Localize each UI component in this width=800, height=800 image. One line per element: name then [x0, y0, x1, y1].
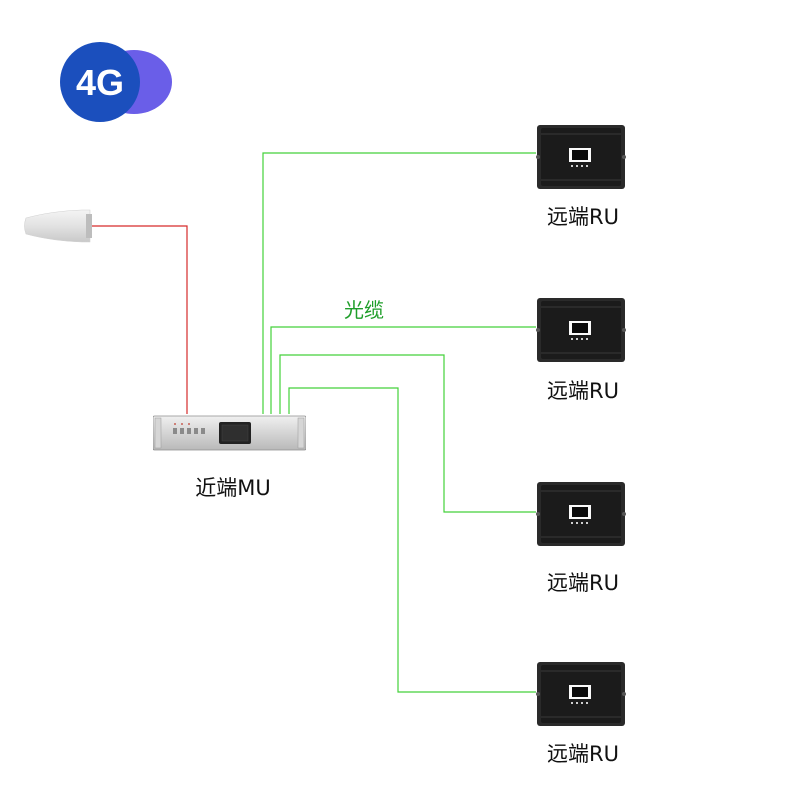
- antenna-icon: [24, 209, 92, 243]
- 4g-logo-icon: 4G: [60, 42, 172, 122]
- fiber-line-4: [288, 387, 536, 693]
- remote-unit-icon: [536, 125, 626, 189]
- logo-text: 4G: [76, 62, 124, 103]
- near-end-unit-icon: [153, 415, 306, 451]
- near-unit-label: 近端MU: [195, 476, 271, 500]
- fiber-line-1: [262, 152, 536, 414]
- fiber-line-2: [270, 326, 536, 414]
- remote-unit-label: 远端RU: [547, 571, 619, 595]
- cable-label: 光缆: [344, 298, 384, 322]
- remote-unit-label: 远端RU: [547, 379, 619, 403]
- remote-unit-icon: [536, 298, 626, 362]
- remote-unit-icon: [536, 662, 626, 726]
- rf-feeder-line: [92, 225, 188, 414]
- remote-unit-label: 远端RU: [547, 742, 619, 766]
- remote-unit-label: 远端RU: [547, 205, 619, 229]
- remote-unit-icon: [536, 482, 626, 546]
- fiber-line-3: [279, 354, 536, 513]
